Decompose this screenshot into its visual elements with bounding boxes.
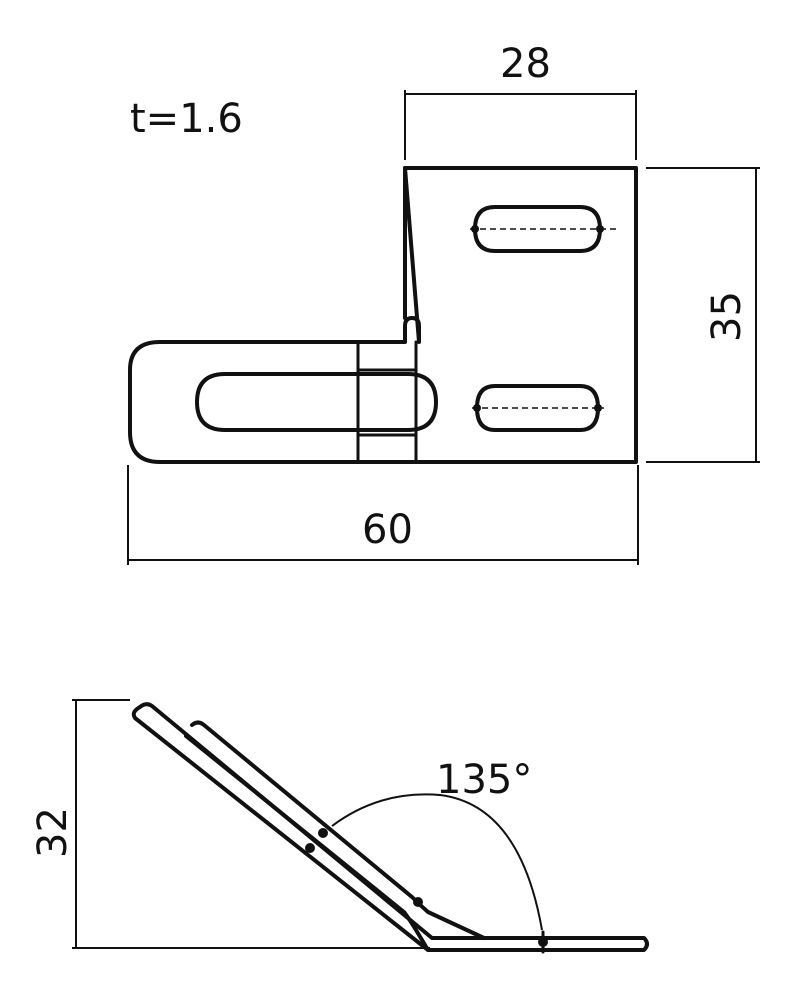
side-view-joint-2	[305, 843, 315, 853]
dimension-top-width: 28	[404, 41, 637, 160]
side-view-outer-plate	[131, 702, 649, 952]
dimension-side-height: 32	[30, 699, 430, 949]
side-view-joint-1	[318, 828, 328, 838]
lower-slot-point-left	[473, 404, 481, 412]
lower-slot	[475, 384, 600, 432]
dimension-overall-width-label: 60	[362, 507, 413, 553]
angle-arc	[331, 793, 543, 931]
upper-slot-point-left	[471, 225, 479, 233]
thickness-label: t=1.6	[130, 96, 243, 142]
side-view-joint-3	[413, 897, 423, 907]
side-view	[131, 702, 649, 954]
top-view-outline	[128, 166, 638, 464]
lower-slot-point-right	[594, 404, 602, 412]
dimension-bend-angle-label: 135°	[436, 757, 532, 803]
dimension-bend-angle: 135°	[331, 757, 543, 931]
upper-slot-point-right	[596, 225, 604, 233]
left-slot	[195, 372, 438, 432]
dimension-height: 35	[646, 167, 760, 463]
dimension-top-width-label: 28	[500, 41, 551, 87]
top-view	[128, 166, 638, 464]
side-view-inner-plate	[184, 720, 486, 952]
dimension-overall-width: 60	[127, 465, 639, 565]
upper-slot	[473, 205, 602, 253]
dimension-height-label: 35	[704, 291, 750, 342]
dimension-side-height-label: 32	[30, 807, 76, 858]
